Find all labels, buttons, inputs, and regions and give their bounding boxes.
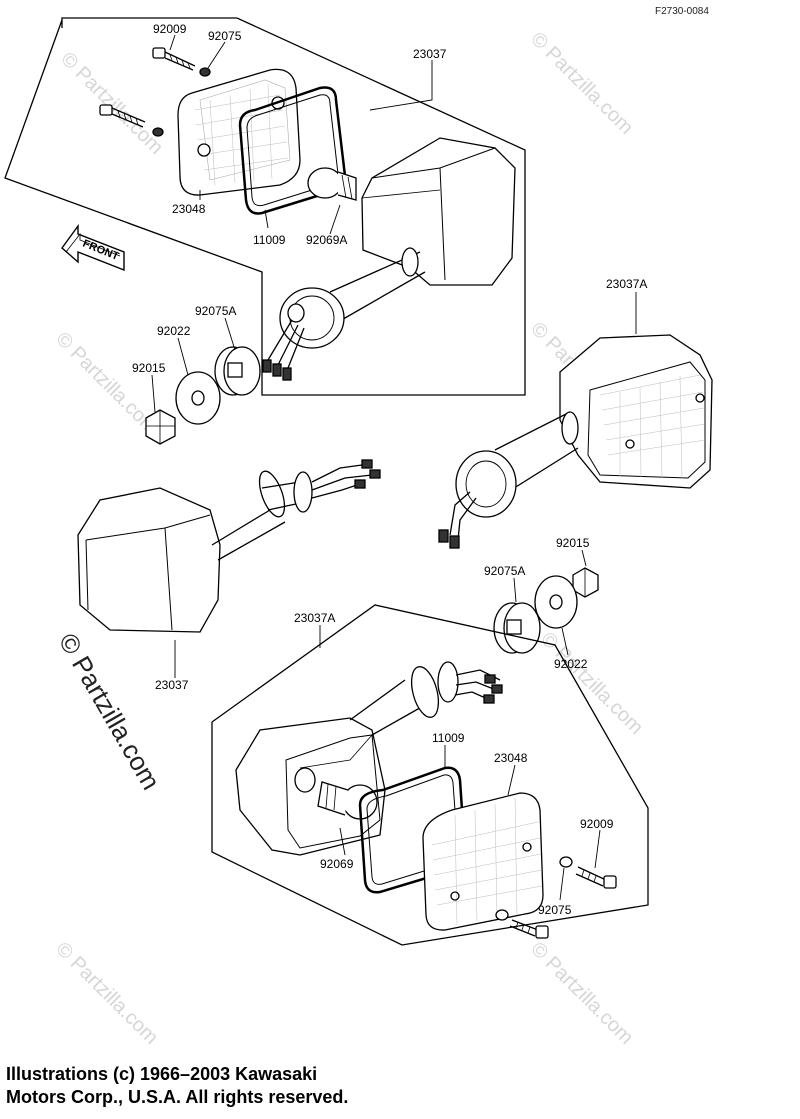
label-23037-left: 23037 xyxy=(155,678,189,692)
upper-group-outline xyxy=(4,17,526,396)
copyright-notice: Illustrations (c) 1966–2003 Kawasaki Mot… xyxy=(6,1063,566,1109)
housing-23037A-right xyxy=(438,334,713,549)
label-11009-upper: 11009 xyxy=(253,233,286,247)
nut-92015-upper xyxy=(145,409,176,445)
label-92075-lower: 92075 xyxy=(538,903,572,917)
label-92009-lower: 92009 xyxy=(580,817,614,831)
label-92022-upper: 92022 xyxy=(157,324,191,338)
lower-assembly xyxy=(211,604,649,946)
lens-23048 xyxy=(177,68,301,196)
label-92015-upper: 92015 xyxy=(132,361,166,375)
watermark-2: © Partzilla.com xyxy=(526,28,637,139)
label-92075A-right: 92075A xyxy=(484,564,525,578)
copyright-line-1: Illustrations (c) 1966–2003 Kawasaki xyxy=(6,1064,318,1084)
nut-92015-right xyxy=(572,567,599,598)
washer-92075-lower-b xyxy=(495,909,509,921)
label-23037A-right: 23037A xyxy=(606,277,647,291)
watermark-large: © Partzilla.com xyxy=(53,628,167,795)
grommet-92075A-right xyxy=(493,602,541,654)
screw-92009-lower-a xyxy=(575,866,617,889)
label-23048-upper: 23048 xyxy=(172,202,206,216)
lens-23048-lower xyxy=(422,792,544,931)
label-92069: 92069 xyxy=(320,857,354,871)
label-92075-upper: 92075 xyxy=(208,29,242,43)
front-arrow-icon: FRONT xyxy=(61,223,125,272)
left-assembly xyxy=(77,459,381,678)
bulb-92069A xyxy=(307,167,357,201)
label-92075A-upper: 92075A xyxy=(195,304,236,318)
upper-assembly xyxy=(4,17,526,445)
label-92009-upper: 92009 xyxy=(153,22,187,36)
lower-group-outline xyxy=(211,604,649,946)
label-92069A: 92069A xyxy=(306,233,347,247)
reference-code: F2730-0084 xyxy=(655,6,709,17)
housing-23037-upper xyxy=(262,137,516,381)
washer-92075-upper-a xyxy=(199,67,211,77)
housing-23037A-lower xyxy=(235,661,503,856)
label-23037-upper: 23037 xyxy=(413,47,447,61)
housing-23037-left xyxy=(77,459,381,633)
screw-92009-lower-b xyxy=(509,919,549,939)
screw-92009-upper-b xyxy=(99,104,146,128)
washer-92022-right xyxy=(534,575,578,629)
screw-92009-upper-a xyxy=(152,47,196,71)
washer-92075-lower-a xyxy=(559,856,573,868)
label-23048-lower: 23048 xyxy=(494,751,528,765)
label-92015-right: 92015 xyxy=(556,536,590,550)
watermark-6: © Partzilla.com xyxy=(51,938,162,1049)
washer-92022-upper xyxy=(175,371,221,425)
copyright-line-2: Motors Corp., U.S.A. All rights reserved… xyxy=(6,1087,349,1107)
label-11009-lower: 11009 xyxy=(432,731,465,745)
grommet-92075A-upper xyxy=(214,346,261,396)
watermark-7: © Partzilla.com xyxy=(526,938,637,1049)
label-23037A-lower: 23037A xyxy=(294,611,335,625)
right-assembly xyxy=(438,292,713,656)
label-92022-right: 92022 xyxy=(554,657,588,671)
watermark-1: © Partzilla.com xyxy=(56,48,167,159)
washer-92075-upper-b xyxy=(152,127,164,137)
